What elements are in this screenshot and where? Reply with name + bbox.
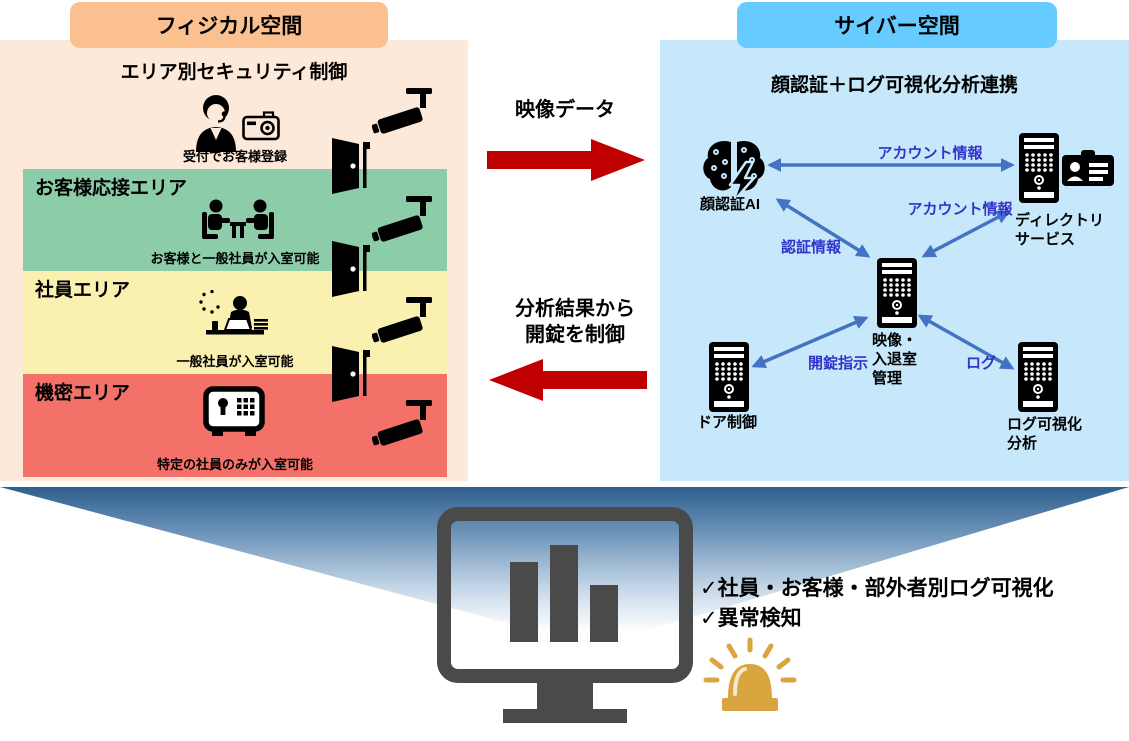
zone-name: 機密エリア — [35, 383, 131, 404]
zone-caption: 特定の社員のみが入室可能 — [156, 457, 313, 472]
cctv-camera-icon — [372, 400, 434, 450]
face-ai-brain-icon — [700, 138, 768, 202]
zone-caption: お客様と一般社員が入室可能 — [150, 251, 320, 266]
log-vis-server-icon — [1018, 342, 1058, 412]
edge-label-unlock: 開錠指示 — [807, 355, 868, 372]
zone-name: 社員エリア — [35, 280, 131, 301]
meeting-icon — [198, 198, 278, 250]
capability-checklist: ✓社員・お客様・部外者別ログ可視化 ✓異常検知 — [700, 574, 1120, 635]
door-control-server-icon — [709, 342, 749, 412]
cyber-connections — [751, 158, 1015, 370]
check-log-visualization: ✓社員・お客様・部外者別ログ可視化 — [700, 577, 1054, 600]
zone-customer-reception: お客様応接エリア お客様と一般社員が入室可能 — [23, 169, 447, 271]
edge-faceai-center — [775, 198, 871, 258]
video-entry-label: 映像・ 入退室 管理 — [872, 332, 918, 387]
directory-server-icon — [1019, 133, 1059, 203]
edge-label-log: ログ — [965, 355, 996, 372]
video-entry-server-icon — [877, 258, 917, 328]
physical-panel-title: エリア別セキュリティ制御 — [120, 62, 348, 83]
check-anomaly-detection: ✓異常検知 — [700, 607, 802, 631]
cyber-space-panel: 顔認証＋ログ可視化分析連携 — [660, 40, 1129, 481]
video-data-label: 映像データ — [515, 99, 615, 121]
cyber-panel-title: 顔認証＋ログ可視化分析連携 — [770, 75, 1018, 96]
zone-caption: 一般社員が入室可能 — [176, 354, 294, 369]
zone-name: お客様応接エリア — [35, 178, 188, 199]
physical-space-panel: エリア別セキュリティ制御 受付でお客様登録 お客様応 — [0, 40, 468, 481]
door-icon — [331, 137, 375, 195]
unlock-control-arrow-icon — [487, 358, 647, 402]
directory-service-label: ディレクトリ サービス — [1015, 212, 1104, 248]
cctv-camera-icon — [372, 88, 434, 138]
edge-label-auth: 認証情報 — [780, 239, 841, 256]
door-icon — [331, 345, 375, 403]
cctv-camera-icon — [372, 297, 434, 347]
edge-center-doorcontrol — [751, 315, 869, 369]
edge-center-logvis — [917, 314, 1015, 370]
cctv-camera-icon — [372, 196, 434, 246]
cyber-space-header: サイバー空間 — [737, 2, 1057, 48]
edge-label-account-top: アカウント情報 — [877, 145, 983, 162]
siren-lamp-icon — [702, 634, 798, 724]
desk-worker-icon — [190, 290, 280, 346]
unlock-control-label: 分析結果から 開錠を制御 — [515, 298, 635, 346]
edge-label-account-mid: アカウント情報 — [907, 201, 1013, 218]
log-vis-label: ログ可視化 分析 — [1007, 416, 1083, 452]
photo-camera-icon — [242, 111, 280, 141]
safe-icon — [203, 386, 265, 440]
edge-directory-center — [921, 210, 1011, 258]
zone-employee: 社員エリア 一般社員が入室可能 — [23, 271, 447, 374]
door-control-label: ドア制御 — [697, 414, 758, 431]
dashboard-monitor-icon — [437, 507, 693, 723]
face-ai-label: 顔認証AI — [700, 196, 761, 213]
video-data-arrow-icon — [487, 138, 647, 182]
id-card-icon — [1062, 150, 1114, 186]
door-icon — [331, 240, 375, 298]
reception-caption: 受付でお客様登録 — [182, 149, 287, 164]
receptionist-icon — [193, 94, 239, 152]
physical-space-header: フィジカル空間 — [70, 2, 388, 48]
